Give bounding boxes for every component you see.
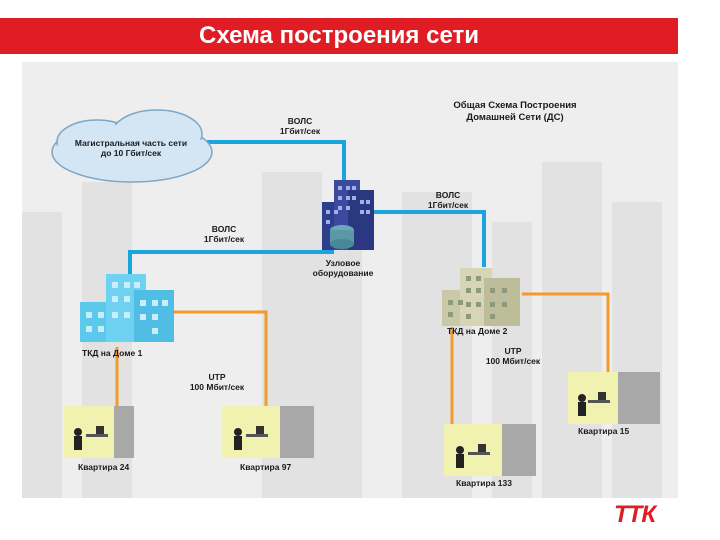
tkd2-building-icon <box>442 268 520 326</box>
network-diagram: Общая Схема Построения Домашней Сети (ДС… <box>22 62 678 498</box>
link-speed: 100 Мбит/сек <box>485 356 541 366</box>
title-bar: Схема построения сети <box>0 18 678 54</box>
link-speed: 1Гбит/сек <box>279 126 321 136</box>
link-label-utp-tkd1: UTP 100 Мбит/сек <box>172 372 262 392</box>
link-label-hub-tkd2: ВОЛС 1Гбит/сек <box>408 190 488 210</box>
apartment-97-icon <box>222 406 314 458</box>
fiber-link-hub-to-tkd2 <box>370 210 486 267</box>
cloud-label-line2: до 10 Гбит/сек <box>100 148 162 158</box>
diagram-heading-line2: Домашней Сети (ДС) <box>466 112 564 123</box>
link-speed: 1Гбит/сек <box>427 200 469 210</box>
ttk-logo: ТТК <box>614 501 656 528</box>
utp-link-tkd2-to-apt15 <box>522 292 610 372</box>
link-type: UTP <box>208 372 226 382</box>
skyline-background <box>22 162 662 498</box>
apartment-133-label: Квартира 133 <box>456 478 512 488</box>
hub-label-line1: Узловое <box>325 258 361 268</box>
link-speed: 100 Мбит/сек <box>189 382 245 392</box>
apartment-24-label: Квартира 24 <box>78 462 130 472</box>
tkd2-label: ТКД на Доме 2 <box>447 326 508 336</box>
link-label-cloud-hub: ВОЛС 1Гбит/сек <box>260 116 340 136</box>
link-type: ВОЛС <box>287 116 313 126</box>
fiber-link-cloud-to-hub <box>207 140 346 184</box>
link-type: ВОЛС <box>211 224 237 234</box>
link-label-utp-tkd2: UTP 100 Мбит/сек <box>468 346 558 366</box>
apartment-15-label: Квартира 15 <box>578 426 630 436</box>
tkd1-label: ТКД на Доме 1 <box>82 348 143 358</box>
diagram-canvas <box>22 109 662 498</box>
link-type: ВОЛС <box>435 190 461 200</box>
page-title: Схема построения сети <box>199 22 479 49</box>
apartment-133-icon <box>444 424 536 476</box>
apartment-15-icon <box>568 372 660 424</box>
diagram-heading-line1: Общая Схема Построения <box>453 100 577 111</box>
tkd1-building-icon <box>80 274 174 342</box>
apartment-97-label: Квартира 97 <box>240 462 292 472</box>
backbone-cloud <box>51 109 213 183</box>
link-speed: 1Гбит/сек <box>203 234 245 244</box>
cloud-label-line1: Магистральная часть сети <box>74 138 188 148</box>
hub-label: Узловое оборудование <box>298 258 388 278</box>
hub-label-line2: оборудование <box>312 268 374 278</box>
diagram-heading: Общая Схема Построения Домашней Сети (ДС… <box>420 100 610 124</box>
apartment-24-icon <box>64 406 134 458</box>
hub-building-icon <box>322 180 374 250</box>
utp-link-tkd1-to-apt97 <box>172 310 268 410</box>
link-label-hub-tkd1: ВОЛС 1Гбит/сек <box>184 224 264 244</box>
link-type: UTP <box>504 346 522 356</box>
utp-links <box>115 292 610 424</box>
cloud-label: Магистральная часть сети до 10 Гбит/сек <box>56 138 206 158</box>
